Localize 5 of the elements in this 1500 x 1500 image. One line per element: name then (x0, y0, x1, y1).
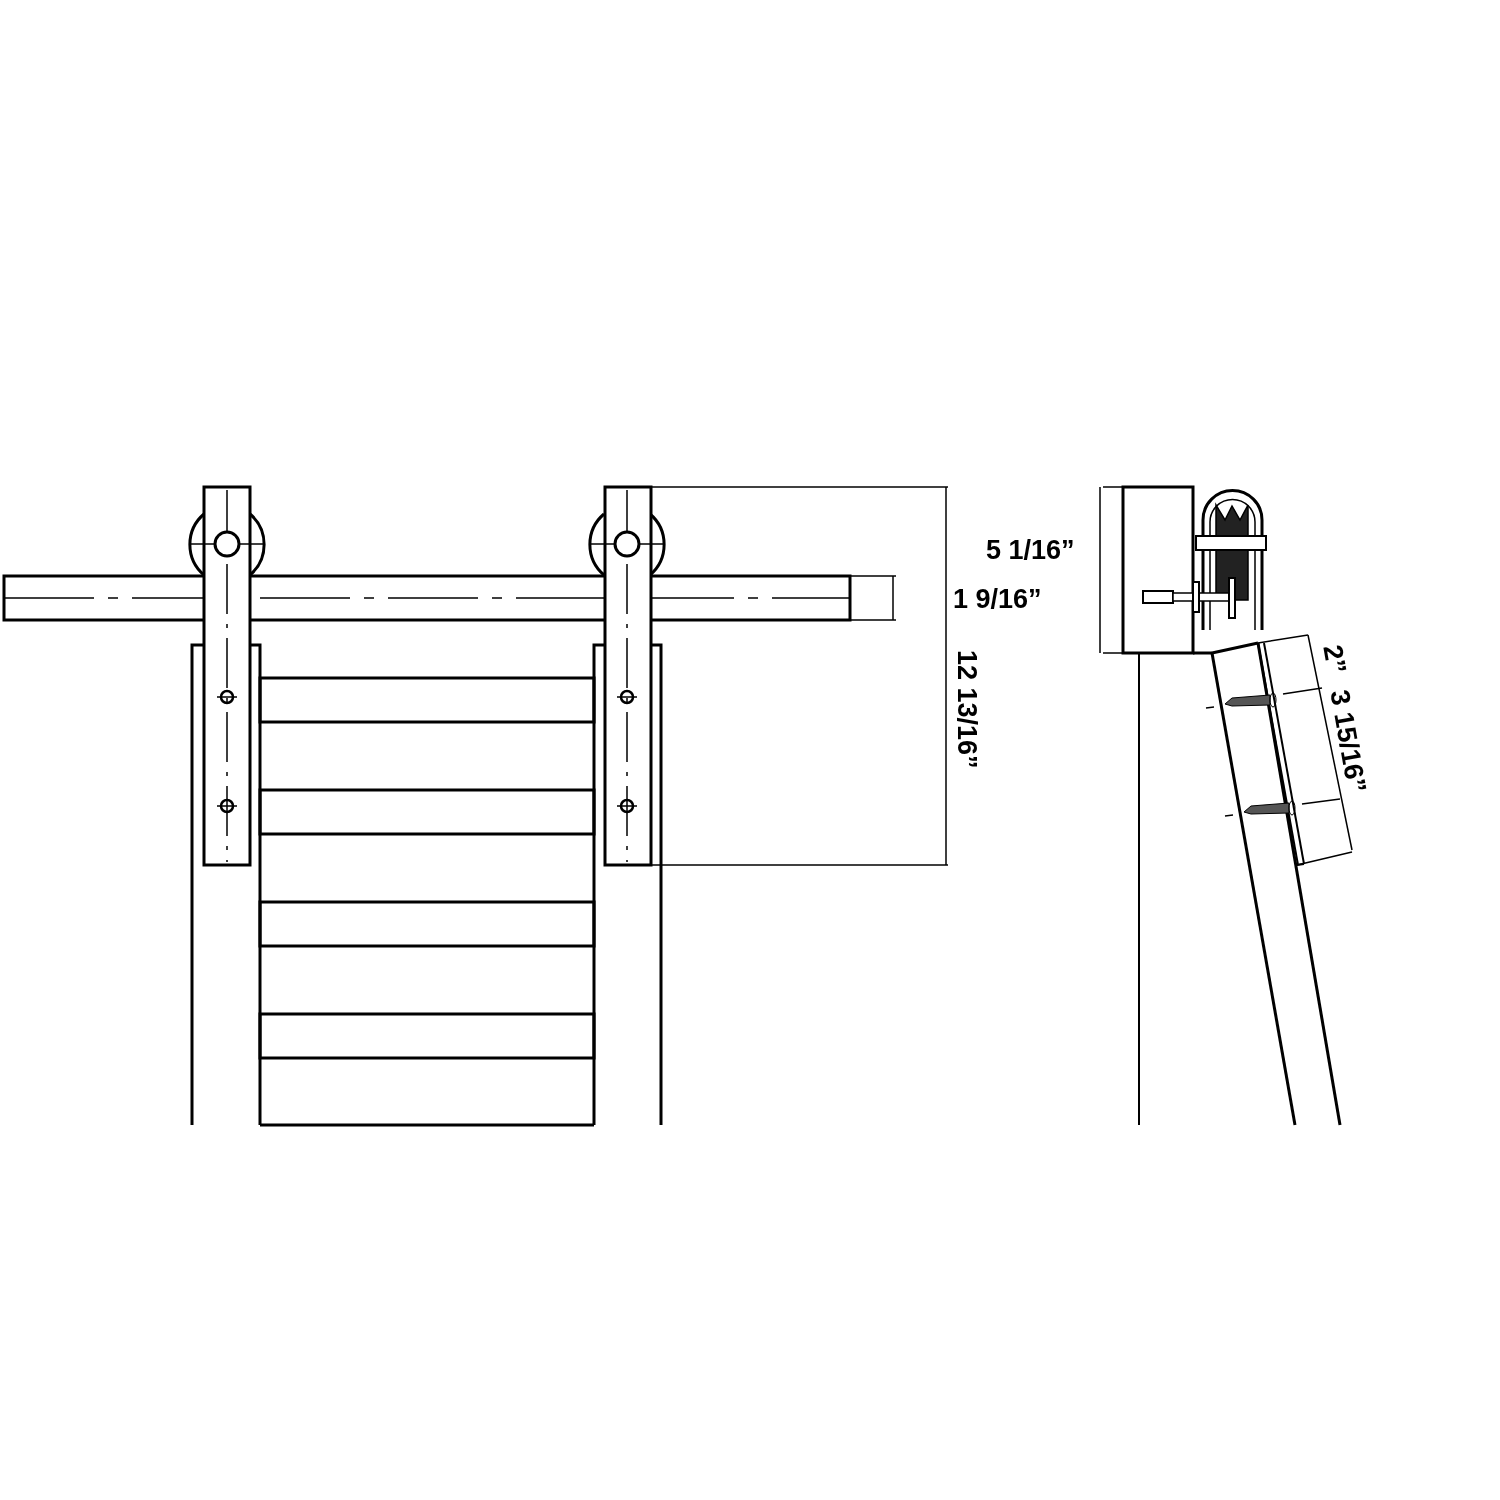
dimension-label: 12 13/16” (953, 650, 980, 769)
dimension-label: 1 9/16” (953, 586, 1042, 613)
dimension-label: 5 1/16” (986, 537, 1075, 564)
dimension-label: 3 15/16” (1325, 688, 1370, 795)
dimension-label: 2” (1318, 643, 1350, 676)
